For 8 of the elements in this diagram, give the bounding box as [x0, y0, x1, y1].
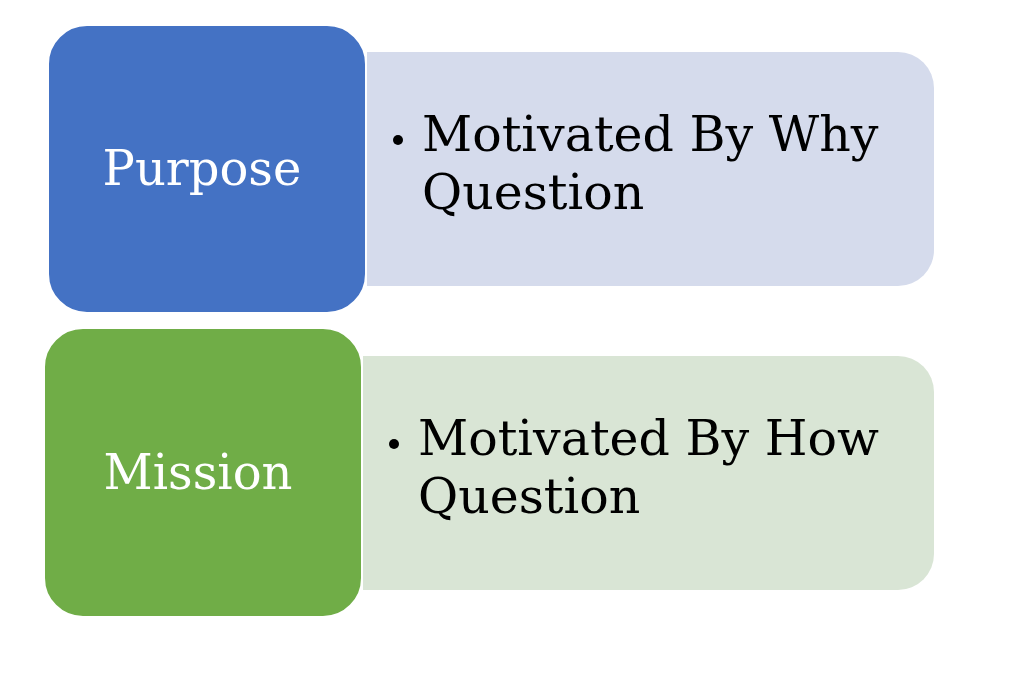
heading-tile — [47, 24, 367, 314]
description-text: Motivated By Why Question — [422, 106, 880, 222]
description-text: Motivated By How Question — [418, 410, 880, 526]
heading-tile — [43, 327, 363, 618]
tile-heading: Purpose — [102, 140, 302, 198]
tile-heading: Mission — [103, 443, 293, 502]
description-panel — [367, 52, 934, 286]
description-panel — [363, 356, 934, 590]
